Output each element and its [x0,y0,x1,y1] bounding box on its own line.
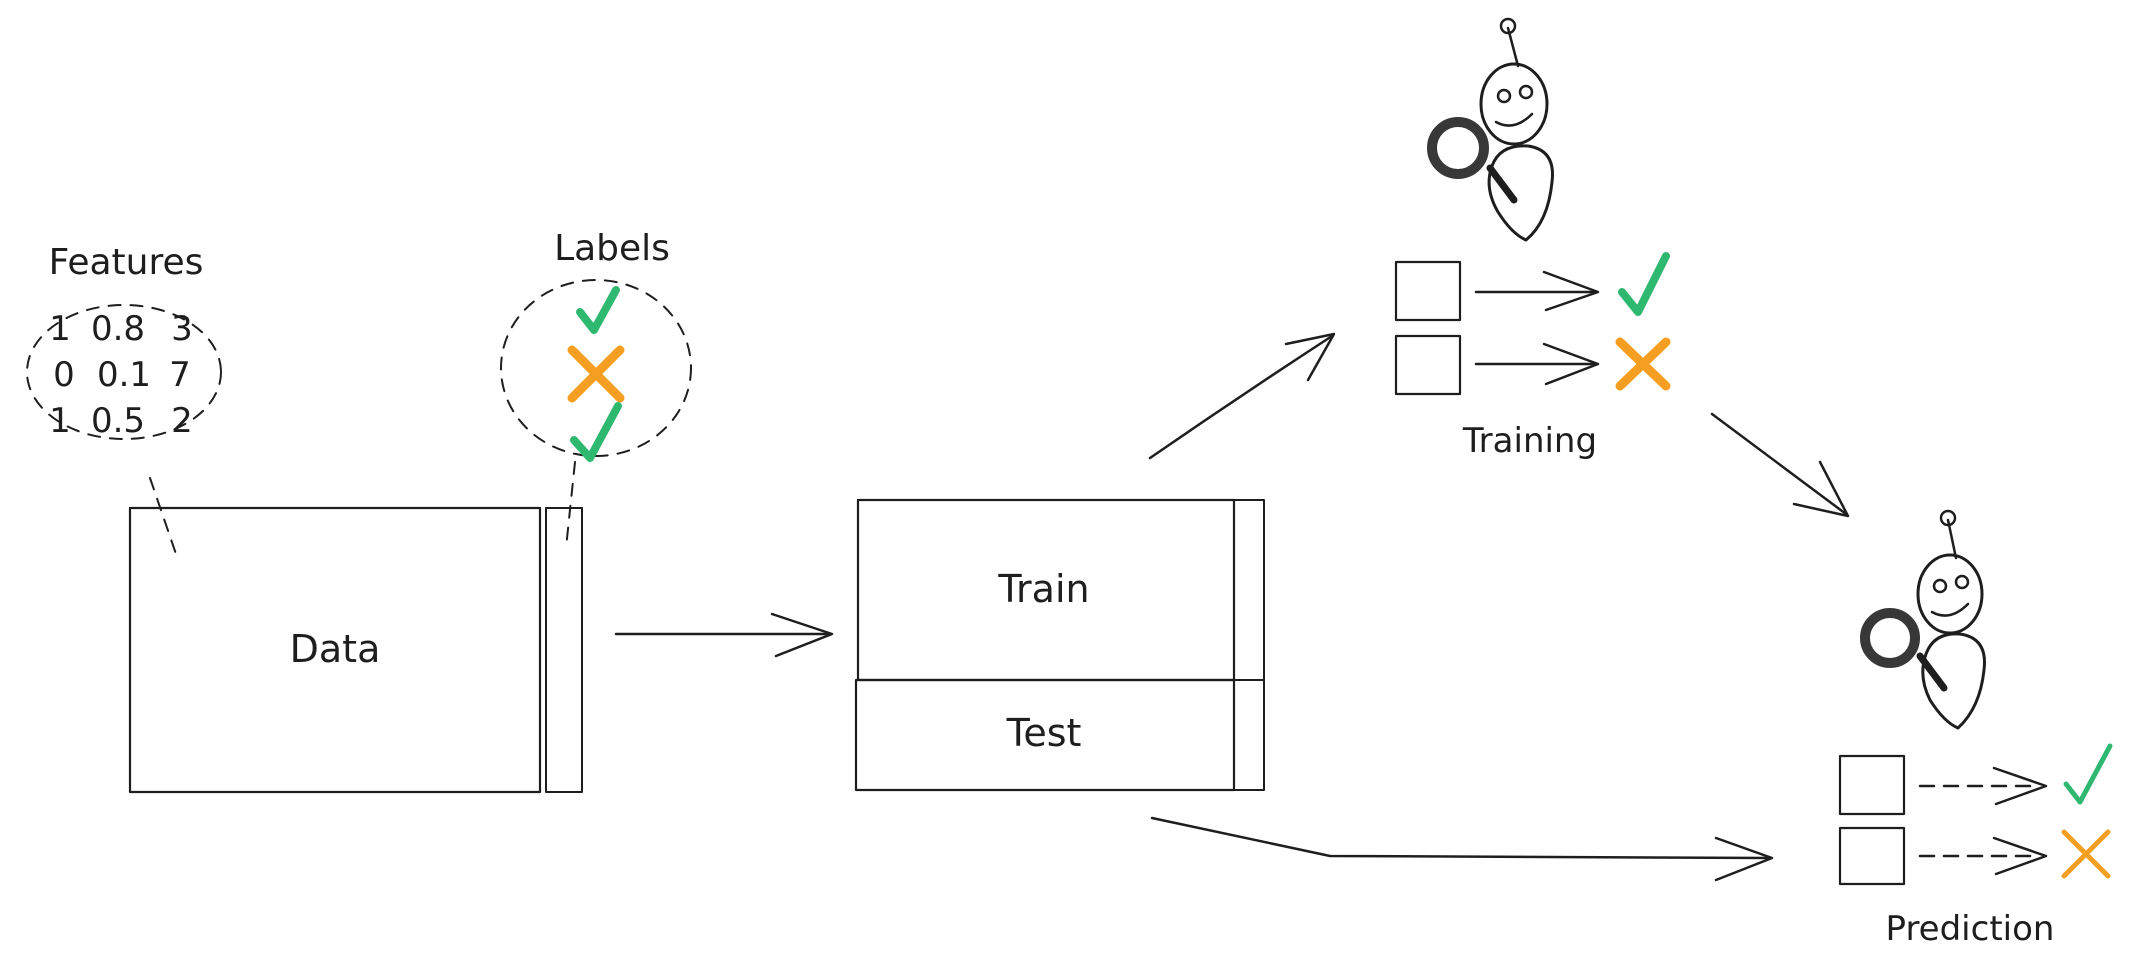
training-example [1394,252,1670,322]
prediction-robot-icon [1860,509,1986,730]
train-label: Train [997,567,1089,611]
test-to-prediction-arrow [1150,816,1774,882]
training-sample-box [1394,260,1462,322]
training-label: Training [1462,421,1597,461]
features-ellipse [26,304,222,440]
training-robot-icon [1427,17,1554,242]
feature-cell: 7 [169,355,191,395]
prediction-sample-box [1838,826,1906,886]
test-label: Test [1006,711,1082,755]
cross-icon [567,345,625,403]
split-arrow [614,612,834,658]
features-connector [149,477,177,555]
features-matrix: 1 0.8 3 0 0.1 7 1 0.5 2 [49,309,193,441]
feature-cell: 1 [49,401,71,441]
prediction-example [1838,826,2111,886]
prediction-example [1838,743,2113,816]
cross-icon [2061,829,2111,879]
feature-cell: 0.8 [91,309,145,349]
training-to-prediction-arrow [1710,412,1850,518]
labels-label: Labels [554,228,670,269]
test-labels-column [1233,679,1265,791]
labels-ellipse [500,279,692,457]
train-labels-column [1233,499,1265,681]
train-to-training-arrow [1148,332,1336,460]
data-block [128,506,542,794]
feature-cell: 2 [171,401,193,441]
feature-cell: 3 [171,309,193,349]
cross-icon [1615,337,1671,391]
check-icon [576,286,620,334]
labels-connector [565,461,576,549]
feature-cell: 0.1 [97,355,151,395]
features-label: Features [49,242,204,283]
data-label: Data [290,627,381,671]
training-sample-box [1394,334,1462,396]
check-icon [570,402,622,462]
feature-cell: 1 [49,309,71,349]
prediction-label: Prediction [1886,909,2055,949]
training-example [1394,334,1671,396]
data-labels-column [545,507,583,793]
feature-cell: 0.5 [91,401,145,441]
check-icon [1618,252,1670,316]
check-icon [2063,743,2113,805]
feature-cell: 0 [53,355,75,395]
prediction-sample-box [1838,754,1906,816]
